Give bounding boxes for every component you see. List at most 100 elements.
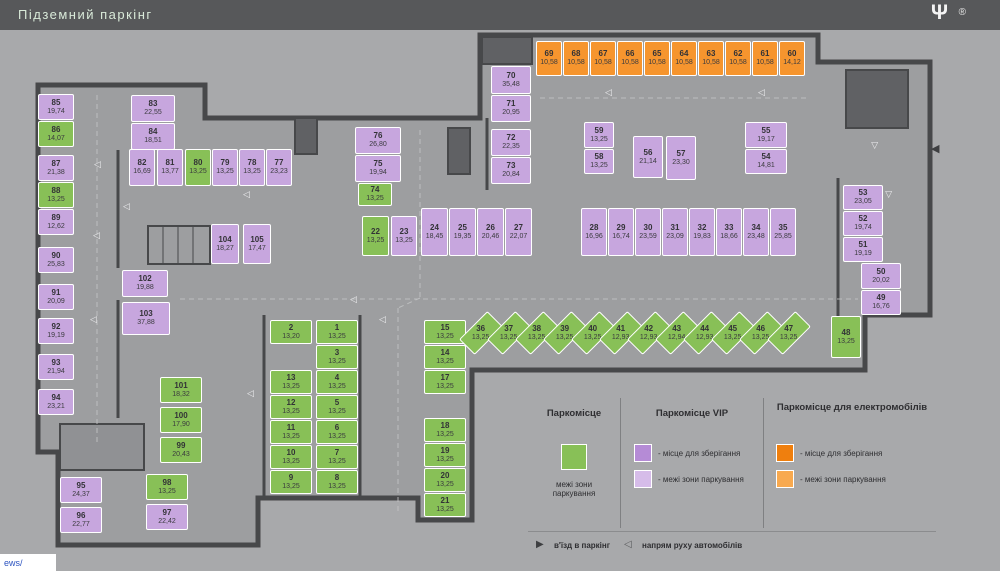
space-number: 82 <box>137 158 147 168</box>
direction-arrow-icon: ◁ <box>605 87 612 97</box>
space-number: 10 <box>286 447 296 457</box>
space-area: 13,25 <box>282 432 300 440</box>
space-area: 13,25 <box>366 195 384 203</box>
space-number: 38 <box>532 323 542 333</box>
space-area: 19,83 <box>693 232 711 240</box>
electric-storage-swatch <box>776 444 794 462</box>
